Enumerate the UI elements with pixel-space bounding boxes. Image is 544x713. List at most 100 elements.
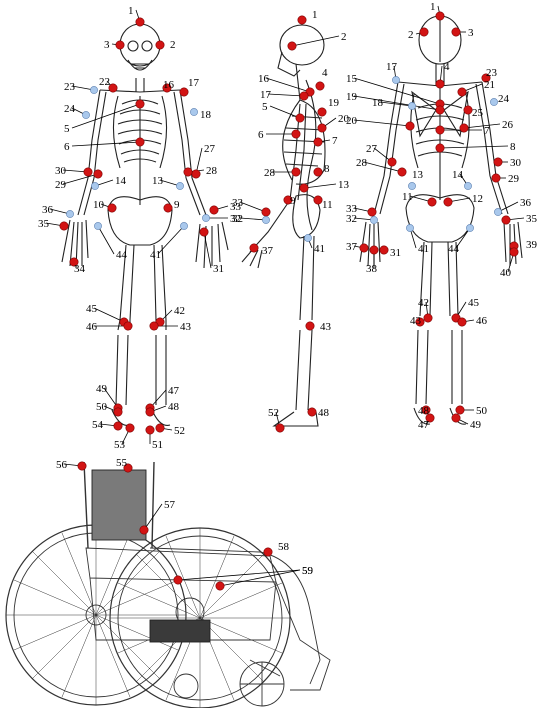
marker-33: [368, 208, 376, 216]
marker-26: [460, 124, 468, 132]
marker-10: [108, 204, 116, 212]
marker-38: [370, 246, 378, 254]
marker-label-45: 45: [86, 303, 98, 315]
marker-32: [202, 214, 209, 221]
marker-41: [180, 222, 187, 229]
leader-line-32: [240, 218, 266, 220]
marker-label-48: 48: [318, 407, 330, 419]
marker-label-30: 30: [55, 165, 67, 177]
marker-label-50: 50: [96, 401, 108, 413]
marker-label-52: 52: [268, 407, 279, 419]
marker-label-1: 1: [430, 1, 436, 13]
marker-6: [136, 138, 144, 146]
marker-label-8: 8: [324, 163, 330, 175]
marker-12: [444, 198, 452, 206]
marker-label-41: 41: [418, 243, 429, 255]
marker-32: [262, 216, 269, 223]
marker-32: [370, 216, 377, 223]
marker-50: [114, 408, 122, 416]
marker-4: [316, 82, 324, 90]
marker-8: [436, 144, 444, 152]
marker-label-5: 5: [262, 101, 268, 113]
marker-label-10: 10: [93, 199, 105, 211]
marker-29: [492, 174, 500, 182]
marker-29: [94, 170, 102, 178]
marker-label-44: 44: [448, 243, 460, 255]
marker-label-11: 11: [322, 199, 333, 211]
marker-label-19: 19: [346, 91, 358, 103]
marker-label-46: 46: [86, 321, 98, 333]
marker-label-26: 26: [502, 119, 514, 131]
marker-label-20: 20: [346, 115, 358, 127]
marker-37: [250, 244, 258, 252]
marker-1: [298, 16, 306, 24]
marker-52: [276, 424, 284, 432]
marker-label-41: 41: [150, 249, 161, 261]
marker-label-37: 37: [346, 241, 358, 253]
marker-11: [428, 198, 436, 206]
marker-label-14: 14: [452, 169, 464, 181]
marker-label-40: 40: [500, 267, 512, 279]
marker-2: [288, 42, 296, 50]
marker-label-5: 5: [64, 123, 70, 135]
marker-4: [436, 80, 444, 88]
marker-label-49: 49: [470, 419, 482, 431]
marker-48: [146, 408, 154, 416]
marker-17: [300, 92, 308, 100]
marker-label-54: 54: [92, 419, 104, 431]
marker-8: [314, 168, 322, 176]
marker-label-17: 17: [260, 89, 272, 101]
marker-46: [124, 322, 132, 330]
marker-44: [94, 222, 101, 229]
marker-label-17: 17: [188, 77, 200, 89]
marker-label-47: 47: [418, 419, 430, 431]
marker-7: [314, 138, 322, 146]
marker-label-1: 1: [312, 9, 318, 21]
front-wheel-spokes: [110, 528, 290, 708]
marker-label-13: 13: [412, 169, 424, 181]
marker-label-4: 4: [322, 67, 328, 79]
marker-label-2: 2: [408, 29, 414, 41]
marker-52: [156, 424, 164, 432]
leader-line-6: [72, 142, 140, 146]
marker-label-28: 28: [264, 167, 276, 179]
marker-label-29: 29: [55, 179, 67, 191]
marker-label-25: 25: [472, 107, 484, 119]
marker-label-17: 17: [386, 61, 398, 73]
marker-label-13: 13: [152, 175, 164, 187]
marker-5: [296, 114, 304, 122]
marker-label-46: 46: [476, 315, 488, 327]
marker-label-18: 18: [372, 97, 384, 109]
marker-25: [464, 106, 472, 114]
marker-label-41: 41: [314, 243, 325, 255]
marker-54: [114, 422, 122, 430]
marker-label-7: 7: [484, 125, 490, 137]
marker-36: [494, 208, 501, 215]
marker-label-37: 37: [262, 245, 274, 257]
marker-label-53: 53: [114, 439, 126, 451]
marker-label-42: 42: [174, 305, 185, 317]
marker-13: [408, 182, 415, 189]
backrest: [92, 470, 146, 540]
marker-24: [490, 98, 497, 105]
marker-label-38: 38: [366, 263, 378, 275]
marker-40: [510, 248, 518, 256]
marker-48: [308, 408, 316, 416]
marker-19: [318, 108, 326, 116]
marker-label-47: 47: [168, 385, 180, 397]
seat: [150, 620, 210, 642]
marker-49: [452, 414, 460, 422]
marker-13: [300, 184, 308, 192]
marker-28: [184, 168, 192, 176]
rear-wheel-spokes: [6, 525, 186, 705]
skeleton-side: [242, 25, 325, 426]
leader-line-41: [158, 226, 184, 254]
marker-label-31: 31: [390, 247, 401, 259]
leader-line-59: [220, 570, 300, 586]
marker-label-56: 56: [56, 459, 68, 471]
marker-27: [388, 158, 396, 166]
marker-27: [192, 170, 200, 178]
marker-3: [116, 41, 124, 49]
leader-line-59: [178, 570, 300, 580]
